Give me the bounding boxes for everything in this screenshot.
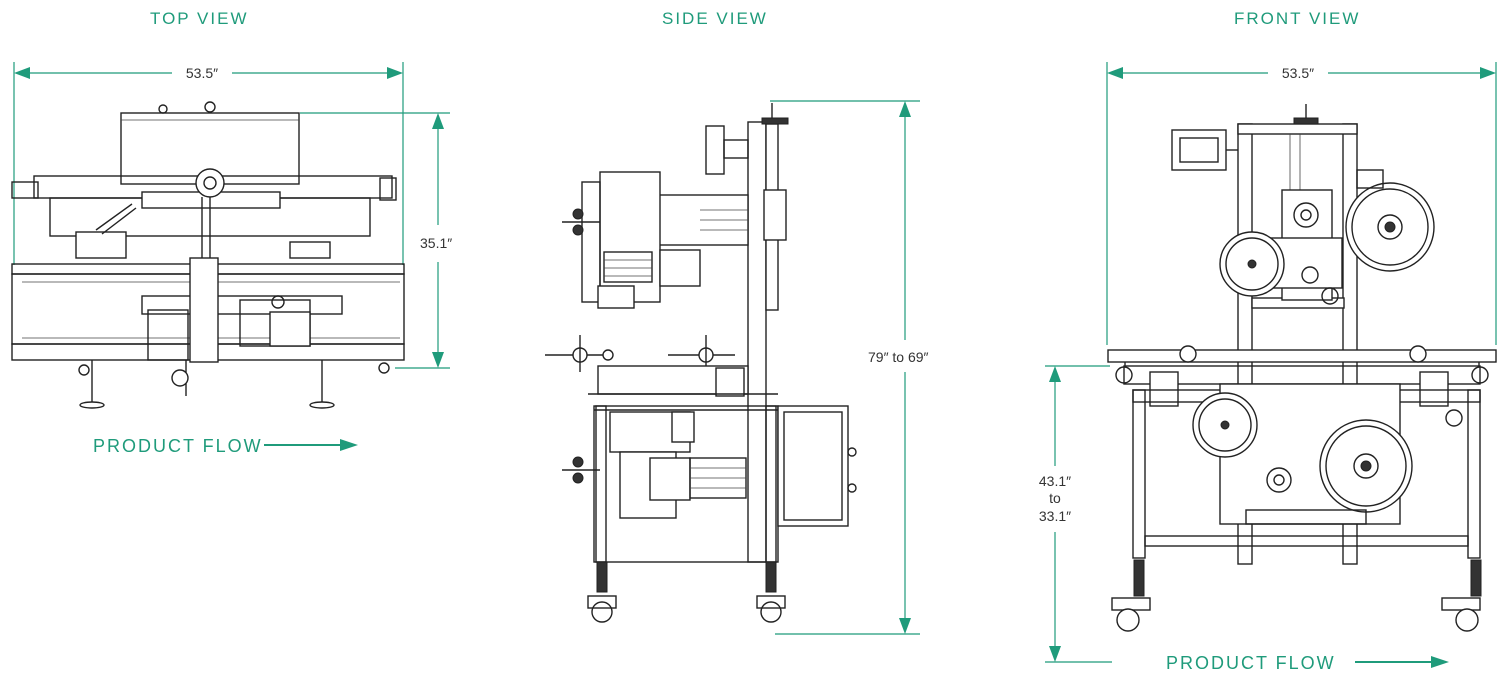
- side-view-title: SIDE VIEW: [662, 9, 768, 28]
- side-view-height-text: 79″ to 69″: [868, 349, 929, 365]
- top-view-depth-text: 35.1″: [420, 235, 452, 251]
- front-view-height-dimension: 43.1″ to 33.1″: [1039, 365, 1112, 663]
- front-view-width-dimension: 53.5″: [1106, 62, 1497, 345]
- front-view-height-line1: 43.1″: [1039, 473, 1071, 489]
- front-view-height-line2: to: [1049, 490, 1061, 506]
- front-view-width-text: 53.5″: [1282, 65, 1314, 81]
- top-view-machine: [11, 101, 405, 409]
- side-view-height-dimension: 79″ to 69″: [770, 100, 929, 635]
- side-view-machine: [545, 103, 857, 623]
- front-view-title: FRONT VIEW: [1234, 9, 1361, 28]
- top-view-width-dimension: 53.5″: [13, 62, 404, 265]
- front-view-height-line3: 33.1″: [1039, 508, 1071, 524]
- top-view-depth-dimension: 35.1″: [300, 112, 452, 369]
- top-view-flow-arrow-icon: [264, 439, 358, 451]
- top-view-product-flow-label: PRODUCT FLOW: [93, 436, 263, 456]
- front-view-flow-arrow-icon: [1355, 656, 1449, 668]
- front-view-machine: [1107, 104, 1497, 632]
- front-view-product-flow-label: PRODUCT FLOW: [1166, 653, 1336, 673]
- top-view-title: TOP VIEW: [150, 9, 249, 28]
- top-view-width-text: 53.5″: [186, 65, 218, 81]
